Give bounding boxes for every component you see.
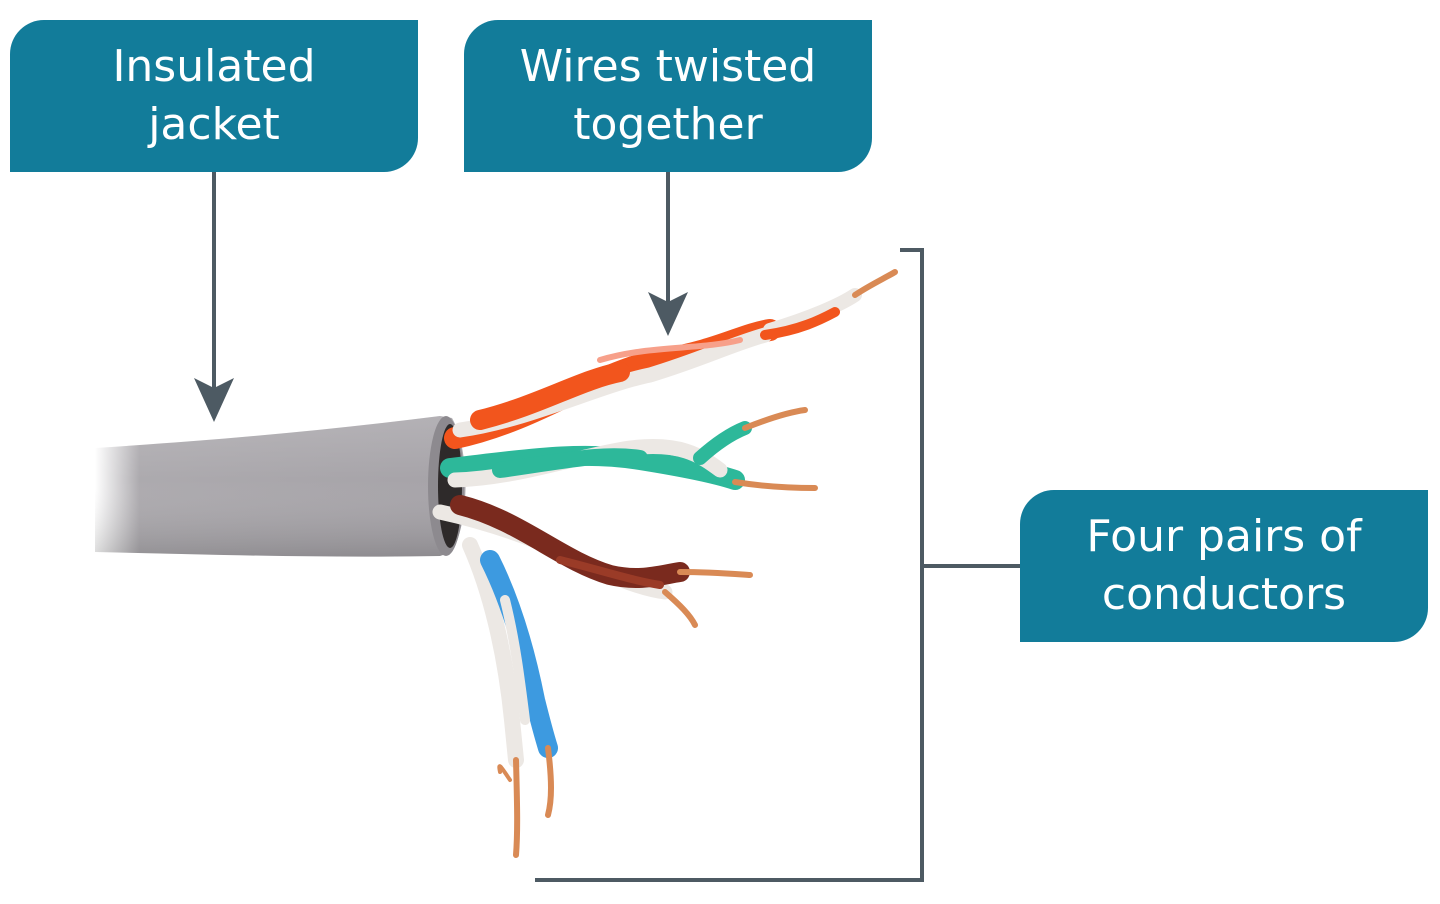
callout-label-line1: Wires twisted xyxy=(519,41,817,92)
callout-insulated-jacket: Insulated jacket xyxy=(10,20,418,172)
wire-pair-orange xyxy=(444,269,898,449)
callout-label-line2: conductors xyxy=(1101,569,1347,620)
callout-label-line2: together xyxy=(573,99,763,150)
bracket-four-pairs xyxy=(535,248,1022,882)
arrow-down-icon xyxy=(194,378,234,422)
callout-label-line1: Insulated xyxy=(112,41,316,92)
cable-jacket xyxy=(95,416,466,557)
callout-label-line1: Four pairs of xyxy=(1086,511,1362,562)
callout-four-pairs: Four pairs of conductors xyxy=(1020,490,1428,642)
callout-label-line2: jacket xyxy=(148,99,280,150)
wire-pair-brown xyxy=(432,495,753,628)
wire-pair-green xyxy=(440,407,818,491)
callout-wires-twisted: Wires twisted together xyxy=(464,20,872,172)
pointer-twisted xyxy=(648,172,688,336)
pointer-jacket xyxy=(194,172,234,422)
wire-pair-blue xyxy=(462,537,558,858)
arrow-down-icon xyxy=(648,292,688,336)
